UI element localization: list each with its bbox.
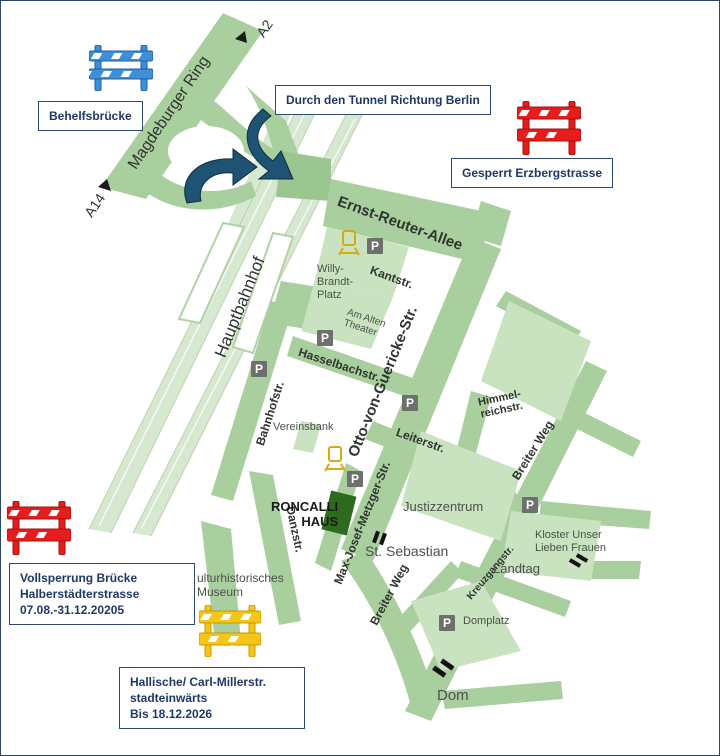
parking-icon: P <box>367 238 383 254</box>
roncalli-building <box>321 490 357 536</box>
place-label-museum: ulturhistorisches Museum <box>197 571 284 599</box>
parking-icon: P <box>402 395 418 411</box>
church-icon <box>568 553 589 568</box>
arrow-a14-icon <box>98 179 111 191</box>
parking-icon: P <box>317 330 333 346</box>
road-barrier-icon <box>7 501 71 555</box>
curved-arrow-icon <box>184 148 258 204</box>
place-label-roncalli-haus: RONCALLI HAUS <box>271 499 339 529</box>
church-icon <box>432 658 455 678</box>
place-label-justizzentrum: Justizzentrum <box>403 499 484 514</box>
place-label-domplatz: Domplatz <box>463 615 510 627</box>
road-barrier-icon <box>199 605 261 657</box>
notice-gesperrt: Gesperrt Erzbergstrasse <box>451 158 614 188</box>
place-label-landtag: Landtag <box>493 561 540 576</box>
notice-behelfsbruecke: Behelfsbrücke <box>38 101 143 131</box>
place-label-willy-brandt-platz: Willy- Brandt- Platz <box>317 263 354 301</box>
station-platforms <box>177 221 295 355</box>
plazas <box>293 227 601 671</box>
parking-icon: P <box>347 471 363 487</box>
notice-tunnel: Durch den Tunnel Richtung Berlin <box>275 85 491 115</box>
parking-icon: P <box>251 361 267 377</box>
place-label-kloster: Kloster Unser Lieben Frauen <box>535 529 606 554</box>
notice-hallische: Hallische/ Carl-Millerstr. stadteinwärts… <box>119 667 305 729</box>
curved-arrow-icon <box>246 108 294 180</box>
parking-icon: P <box>522 497 538 513</box>
place-label-dom: Dom <box>437 687 469 704</box>
magdeburger-ring <box>101 13 331 210</box>
place-label-st-sebastian: St. Sebastian <box>365 543 449 559</box>
church-icon <box>372 530 387 546</box>
road-barrier-icon <box>89 45 153 91</box>
notice-vollsperrung: Vollsperrung Brücke Halberstädterstrasse… <box>9 563 195 625</box>
train-icon <box>338 230 360 256</box>
place-label-vereinsbank: Vereinsbank <box>273 421 334 433</box>
road-barrier-icon <box>517 101 581 155</box>
arrow-a2-icon <box>235 31 247 43</box>
train-icon <box>324 446 346 472</box>
parking-icon: P <box>439 615 455 631</box>
